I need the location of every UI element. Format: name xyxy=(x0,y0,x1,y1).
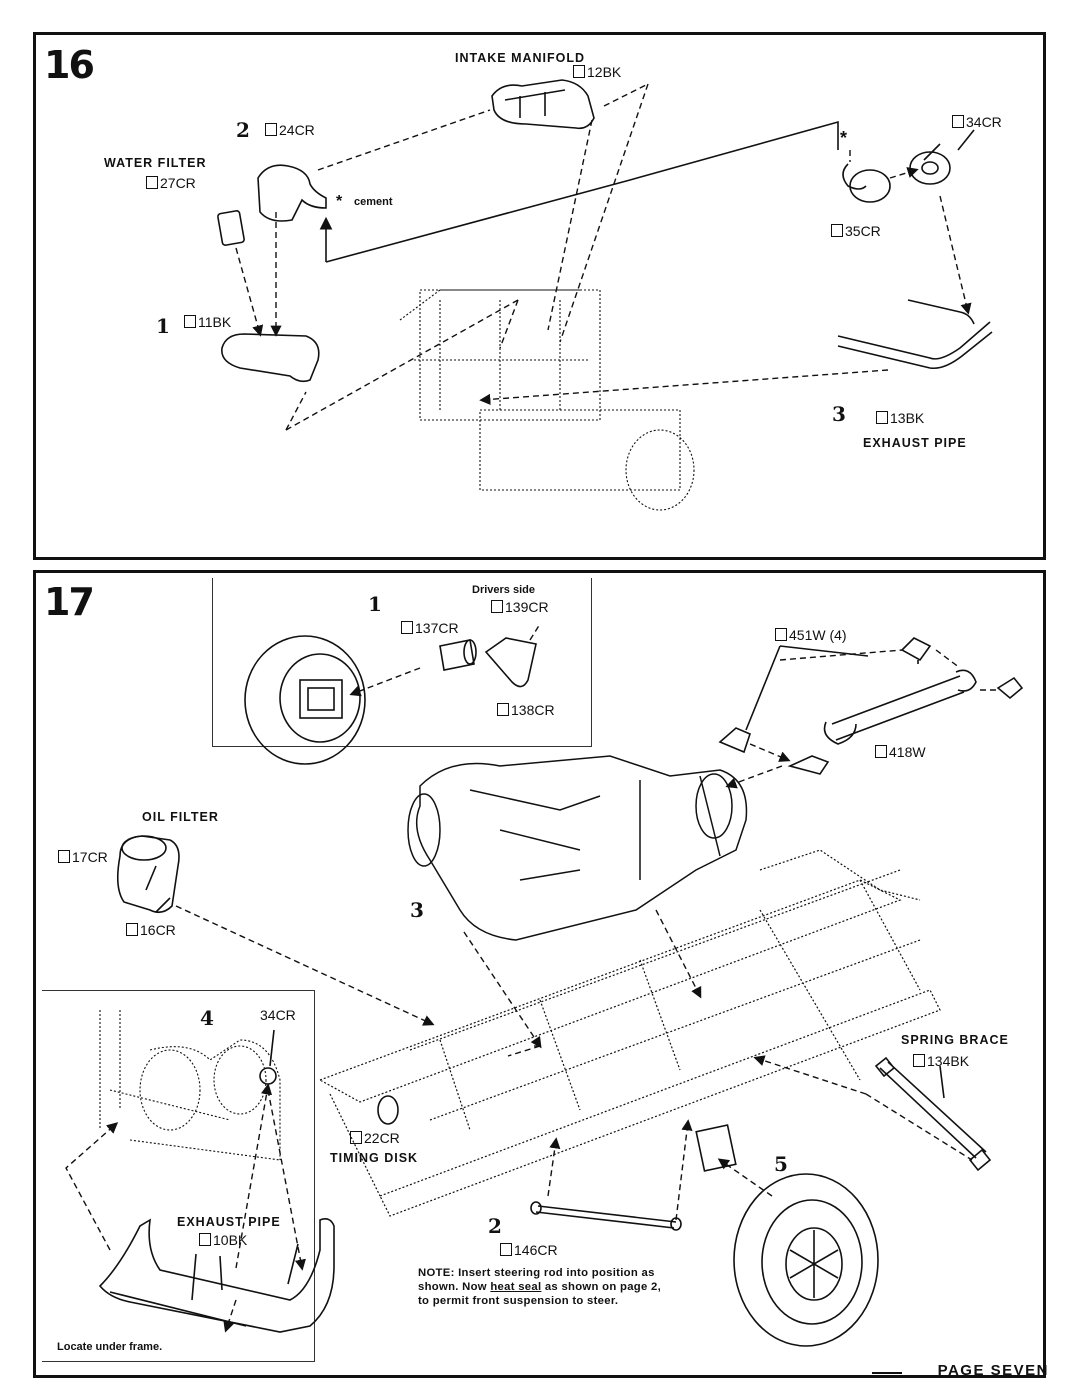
intake-manifold-label: INTAKE MANIFOLD xyxy=(455,51,586,65)
part-137cr-label: 137CR xyxy=(401,620,459,636)
cement-label: cement xyxy=(354,196,393,208)
note-part-c: as shown on page 2, to permit front susp… xyxy=(418,1281,662,1307)
part-34cr-label: 34CR xyxy=(952,114,1002,130)
part-451w-label: 451W (4) xyxy=(775,627,847,643)
asterisk-mark-cement: * xyxy=(336,193,343,210)
seq-17-3: 3 xyxy=(410,898,424,922)
part-139cr-label: 139CR xyxy=(491,599,549,615)
exhaust-inset-frame xyxy=(42,990,315,1362)
part-11bk-label: 11BK xyxy=(184,314,231,330)
step-16-number: 16 xyxy=(44,43,95,87)
seq-17-5: 5 xyxy=(774,1152,788,1176)
part-418w-label: 418W xyxy=(875,744,926,760)
oil-filter-label: OIL FILTER xyxy=(142,810,219,824)
note-heat-seal: heat seal xyxy=(490,1281,542,1293)
seq-17-1: 1 xyxy=(368,592,382,616)
page-footer: PAGE SEVEN xyxy=(937,1362,1049,1379)
exhaust-pipe-label-16: EXHAUST PIPE xyxy=(863,436,967,450)
step-17-number: 17 xyxy=(44,580,95,624)
part-35cr-label: 35CR xyxy=(831,223,881,239)
part-138cr-label: 138CR xyxy=(497,702,555,718)
seq-16-1: 1 xyxy=(156,314,170,338)
wheel-inset-frame xyxy=(212,578,592,747)
step-16-panel xyxy=(33,32,1046,560)
part-27cr-label: 27CR xyxy=(146,175,196,191)
part-146cr-label: 146CR xyxy=(500,1242,558,1258)
spring-brace-label: SPRING BRACE xyxy=(901,1033,1009,1047)
part-22cr-label: 22CR xyxy=(350,1130,400,1146)
seq-17-4: 4 xyxy=(200,1006,214,1030)
seq-16-2: 2 xyxy=(236,118,250,142)
locate-under-frame-label: Locate under frame. xyxy=(57,1341,163,1353)
part-13bk-label: 13BK xyxy=(876,410,924,426)
part-16cr-label: 16CR xyxy=(126,922,176,938)
part-17cr-label: 17CR xyxy=(58,849,108,865)
timing-disk-label: TIMING DISK xyxy=(330,1151,419,1165)
seq-17-2: 2 xyxy=(488,1214,502,1238)
steering-note: NOTE: Insert steering rod into position … xyxy=(418,1266,674,1308)
footer-rule xyxy=(872,1372,902,1374)
part-134bk-label: 134BK xyxy=(913,1053,969,1069)
part-12bk-label: 12BK xyxy=(573,64,621,80)
seq-16-3: 3 xyxy=(832,402,846,426)
part-10bk-label: 10BK xyxy=(199,1232,247,1248)
water-filter-label: WATER FILTER xyxy=(104,156,207,170)
part-34cr-label-17: 34CR xyxy=(260,1007,296,1023)
step-17-panel xyxy=(33,570,1046,1378)
note-part-a: NOTE: Insert steering rod into position … xyxy=(418,1267,655,1293)
part-24cr-label: 24CR xyxy=(265,122,315,138)
drivers-side-label: Drivers side xyxy=(472,584,535,596)
asterisk-mark-turbo: * xyxy=(840,128,848,148)
exhaust-pipe-label-17: EXHAUST PIPE xyxy=(177,1215,281,1229)
